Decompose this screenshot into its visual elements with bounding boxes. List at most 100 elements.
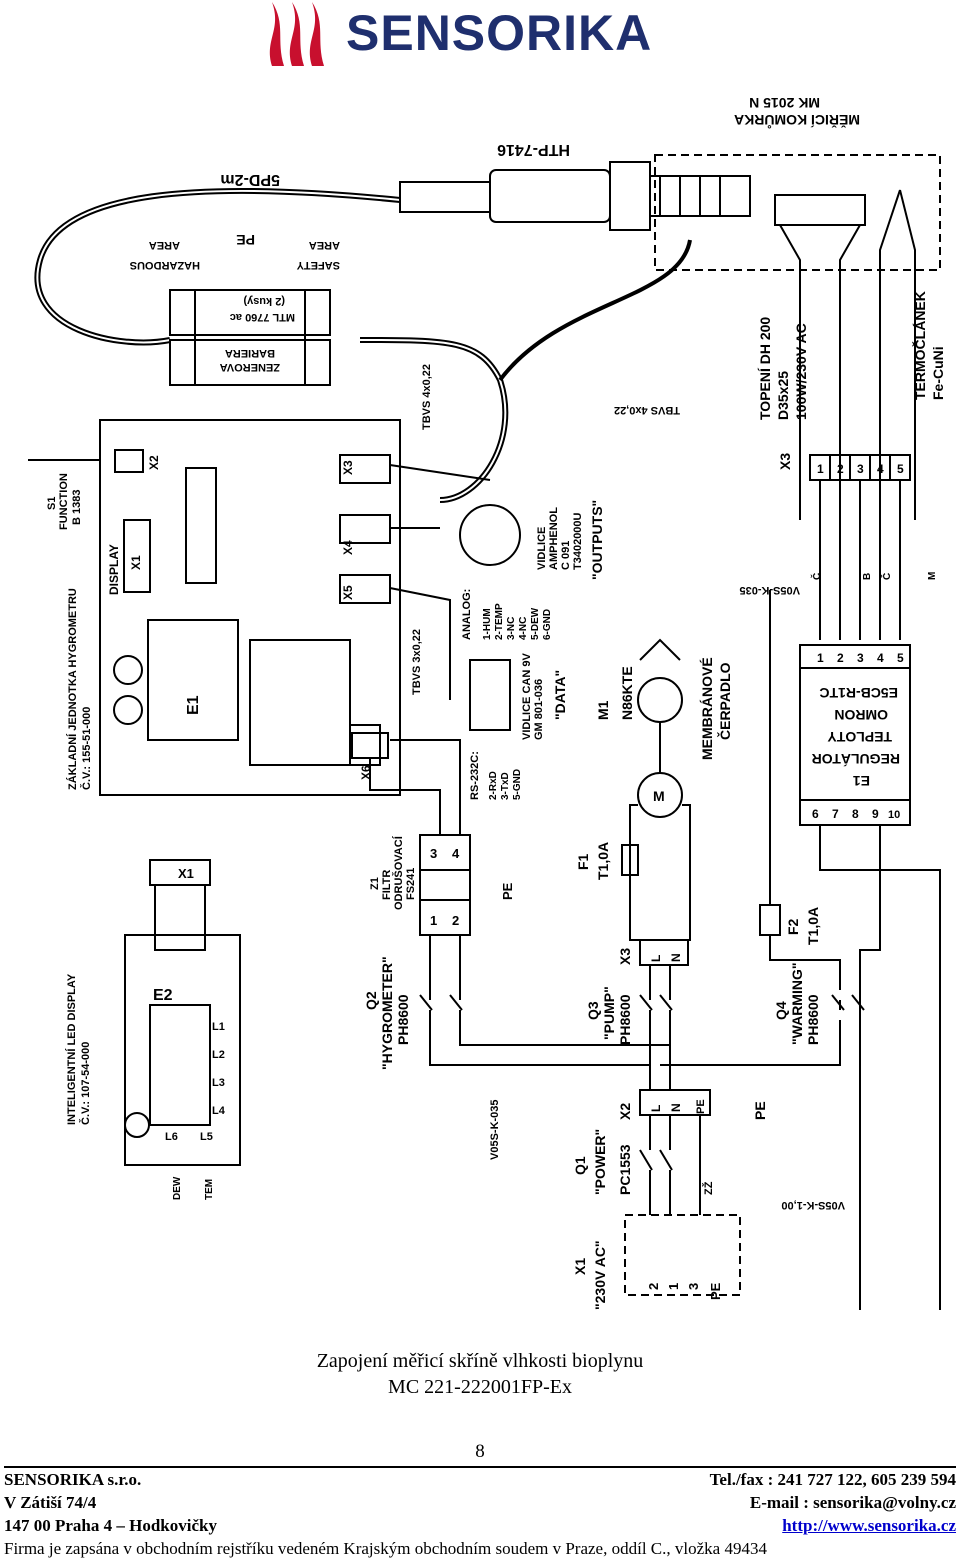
led-display-code: Č.V.: 107-54-000 [79, 1042, 92, 1125]
outputs-connector-code: T3402000U [572, 512, 584, 570]
analog-pin-4: 4-NC [518, 617, 529, 640]
x1-connector-label: X1 [129, 555, 143, 570]
wire-color-2: B [862, 573, 873, 580]
outputs-connector-brand: AMPHENOL [548, 507, 560, 570]
q3-name: "PUMP" [601, 986, 617, 1040]
thermocouple-type-label: Fe-CuNi [930, 346, 946, 400]
regulator-terminal-4: 4 [877, 651, 884, 665]
x4-connector-label: X4 [341, 540, 355, 555]
rs232-pin-3: 3-TxD [500, 772, 511, 800]
wire-color-3: Č [880, 573, 893, 580]
fuse-f2-rating: T1,0A [805, 907, 821, 945]
analog-pin-3: 3-NC [506, 617, 517, 640]
power-n-terminal: N [669, 1103, 683, 1112]
x3-pump-label: X3 [617, 948, 633, 965]
regulator-terminal-9: 9 [872, 807, 879, 821]
x2-power-label: X2 [617, 1103, 633, 1120]
x1-power-voltage: "230V AC" [592, 1240, 608, 1310]
regulator-type: TEPLOTY [827, 729, 892, 745]
regulator-brand: OMRON [834, 707, 888, 723]
barrier-top-label: MTL 7760 ac [230, 311, 295, 323]
footer-web-link[interactable]: http://www.sensorika.cz [782, 1516, 956, 1535]
barrier-name-label-2: BARIERA [225, 347, 275, 359]
x1-power-id: X1 [572, 1258, 588, 1275]
pump-n-terminal: N [669, 953, 683, 962]
dew-label: DEW [172, 1176, 183, 1200]
power-pe-terminal: PE [695, 1099, 707, 1114]
pe-label-top: PE [236, 232, 255, 248]
regulator-terminal-8: 8 [852, 807, 859, 821]
probe-model-label: HTP-7416 [497, 141, 570, 158]
barrier-name-label: ZENEROVA [220, 361, 280, 373]
analog-pin-5: 5-DEW [530, 607, 541, 640]
wiring-diagram: 5PD-2m HTP-7416 MĚŘICÍ KOMŮRKA MK 2015 N… [28, 95, 946, 1310]
led-e2-label: E2 [153, 987, 173, 1004]
filter-type: FILTR [381, 870, 393, 900]
rs232-pin-2: 2-RxD [488, 771, 499, 800]
filter-pe-label: PE [500, 882, 515, 900]
power-pin-2: 2 [646, 1283, 661, 1290]
safety-area-label: AREA [309, 239, 340, 251]
regulator-terminal-7: 7 [832, 807, 839, 821]
q1-name: "POWER" [592, 1129, 608, 1195]
s1-function-label: FUNCTION [58, 473, 70, 530]
heater-power-label: 100W/230V AC [793, 323, 809, 420]
tbvs3-label: TBVS 3x0,22 [411, 629, 423, 695]
pump-model: N86KTE [619, 666, 635, 720]
footer-tel: Tel./fax : 241 727 122, 605 239 594 [709, 1470, 956, 1489]
filter-terminal-1: 1 [430, 913, 437, 928]
measuring-cell-label: MĚŘICÍ KOMŮRKA [734, 112, 860, 130]
regulator-title: REGULÁTOR [812, 751, 900, 767]
footer-street: V Zátiší 74/4 [4, 1493, 97, 1512]
x3-terminal-3: 3 [857, 462, 864, 476]
analog-header: ANALOG: [461, 589, 473, 640]
safety-label: SAFETY [296, 259, 340, 271]
data-connector-code: GM 801-036 [533, 679, 545, 740]
flame-logo-icon [269, 2, 324, 66]
x5-connector-label: X5 [341, 585, 355, 600]
regulator-model: E5CB-R1TC [819, 685, 898, 701]
q2-model: PH8600 [395, 994, 411, 1045]
analog-pin-2: 2-TEMP [494, 603, 505, 640]
x3-terminal-5: 5 [897, 462, 904, 476]
regulator-id: E1 [853, 773, 870, 789]
regulator-terminal-2: 2 [837, 651, 844, 665]
power-pe-label: PE [752, 1101, 768, 1120]
regulator-terminal-1: 1 [817, 651, 824, 665]
regulator-terminal-10: 10 [888, 809, 900, 821]
fuse-f1-rating: T1,0A [595, 842, 611, 880]
q1-model: PC1553 [617, 1144, 633, 1195]
tbvs4-label-right: TBVS 4x0,22 [614, 404, 680, 416]
power-pin-3: 3 [686, 1283, 701, 1290]
footer-registration: Firma je zapsána v obchodním rejstříku v… [4, 1539, 767, 1558]
q2-id: Q2 [363, 991, 379, 1010]
hazardous-label: HAZARDOUS [130, 259, 200, 271]
main-board-label: ZÁKLADNÍ JEDNOTKA HYGROMETRU [66, 588, 79, 790]
led-l5: L5 [200, 1131, 213, 1143]
x3-terminal-2: 2 [837, 462, 844, 476]
q4-model: PH8600 [805, 994, 821, 1045]
wire-color-4: M [927, 572, 938, 580]
x2-connector-label: X2 [147, 455, 161, 470]
tem-label: TEM [204, 1179, 215, 1200]
q4-name: "WARMING" [789, 963, 805, 1046]
brand-name: SENSORIKA [346, 5, 653, 61]
x3-heater-label: X3 [777, 453, 793, 470]
analog-pin-6: 6-GND [542, 609, 553, 640]
board-e1-label: E1 [185, 695, 202, 715]
analog-pin-1: 1-HUM [482, 608, 493, 640]
q4-id: Q4 [773, 1001, 789, 1020]
outputs-connector-model: C 091 [560, 541, 572, 570]
measuring-cell-model: MK 2015 N [749, 95, 820, 111]
barrier-qty-label: (2 kusy) [243, 295, 285, 307]
fuse-f2-id: F2 [785, 918, 801, 935]
data-label: "DATA" [552, 670, 568, 720]
outputs-label: "OUTPUTS" [589, 500, 605, 580]
q3-id: Q3 [585, 1001, 601, 1020]
power-pin-1: 1 [666, 1283, 681, 1290]
data-connector-type: VIDLICE CAN 9V [521, 653, 533, 740]
footer-company: SENSORIKA s.r.o. [4, 1470, 142, 1489]
led-l3: L3 [212, 1077, 225, 1089]
regulator-terminal-6: 6 [812, 807, 819, 821]
company-logo: SENSORIKA [262, 0, 662, 70]
